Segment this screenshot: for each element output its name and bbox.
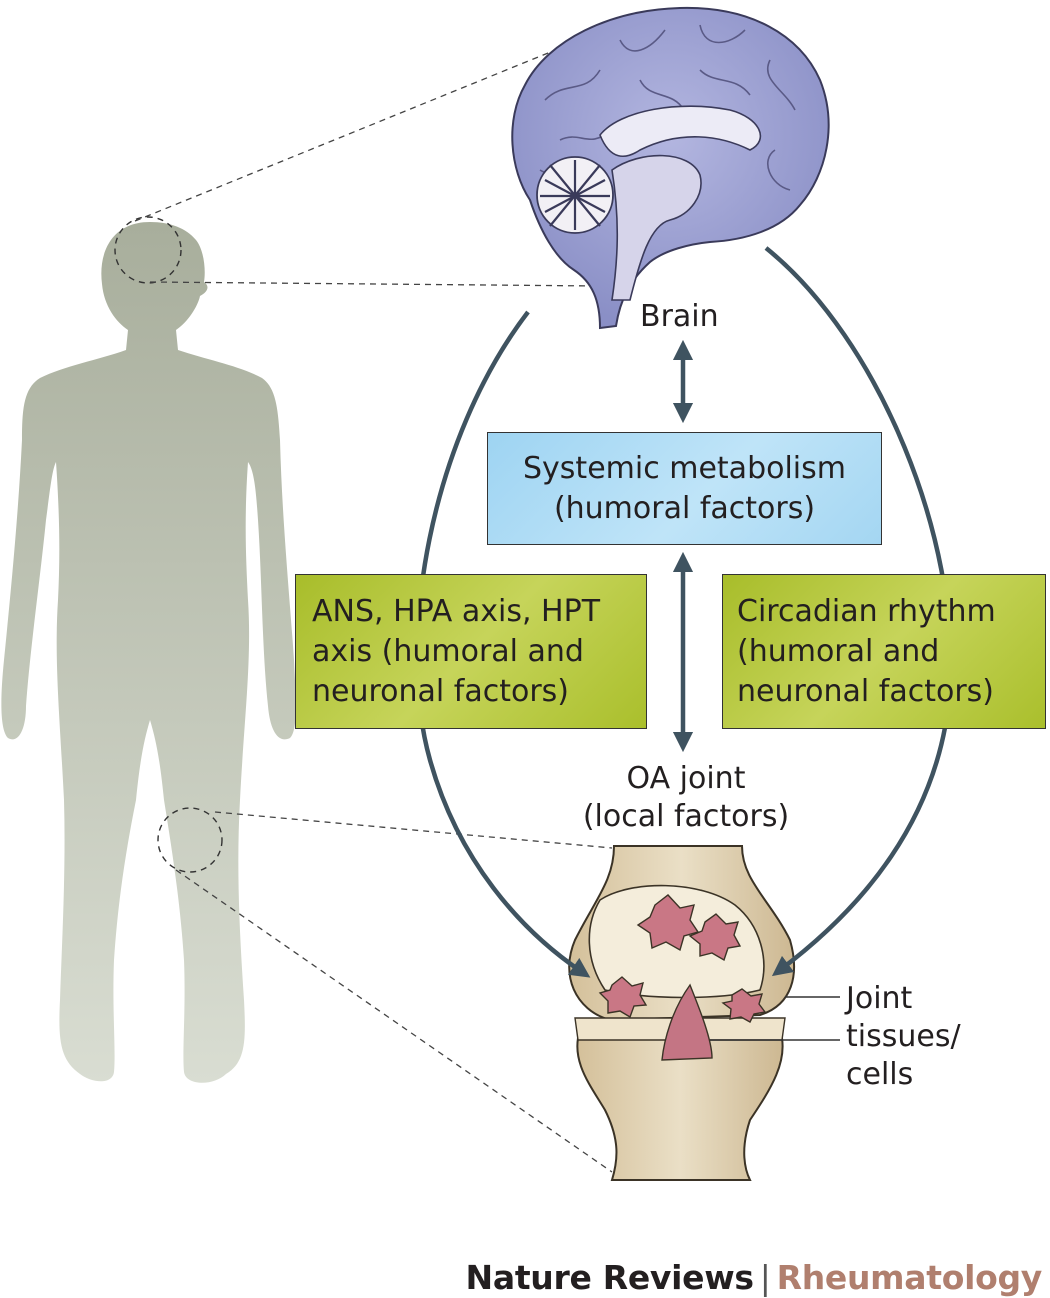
circadian-rhythm-box: Circadian rhythm (humoral and neuronal f… — [722, 574, 1046, 729]
systemic-line-2: (humoral factors) — [553, 490, 816, 526]
journal-name: Nature Reviews — [465, 1258, 755, 1297]
ans-line-3: neuronal factors) — [312, 673, 570, 709]
circadian-line-2: (humoral and — [737, 633, 940, 669]
brain-illustration — [511, 6, 830, 330]
oa-joint-line-1: OA joint — [626, 761, 746, 796]
ans-line-2: axis (humoral and — [312, 633, 584, 669]
oa-joint-line-2: (local factors) — [582, 799, 790, 834]
credit-separator: | — [759, 1258, 771, 1297]
human-body-silhouette — [1, 39, 613, 1173]
knee-joint-illustration — [568, 845, 796, 1181]
circadian-line-1: Circadian rhythm — [737, 593, 996, 629]
head-highlight-circle — [114, 216, 182, 284]
systemic-line-1: Systemic metabolism — [523, 450, 846, 486]
systemic-metabolism-box: Systemic metabolism (humoral factors) — [487, 432, 882, 545]
journal-subject: Rheumatology — [776, 1258, 1043, 1297]
journal-credit: Nature Reviews|Rheumatology — [465, 1258, 1043, 1297]
oa-joint-label: OA joint (local factors) — [568, 760, 804, 836]
brain-label: Brain — [640, 299, 719, 334]
joint-tissues-line-1: Joint — [846, 981, 913, 1016]
joint-tissues-line-2: tissues/ — [846, 1019, 961, 1054]
ans-line-1: ANS, HPA axis, HPT — [312, 593, 601, 629]
ans-hpa-hpt-box: ANS, HPA axis, HPT axis (humoral and neu… — [295, 574, 647, 729]
circadian-line-3: neuronal factors) — [737, 673, 995, 709]
joint-tissues-line-3: cells — [846, 1057, 914, 1092]
knee-highlight-circle — [157, 807, 223, 873]
joint-tissues-label: Joint tissues/ cells — [846, 980, 961, 1094]
